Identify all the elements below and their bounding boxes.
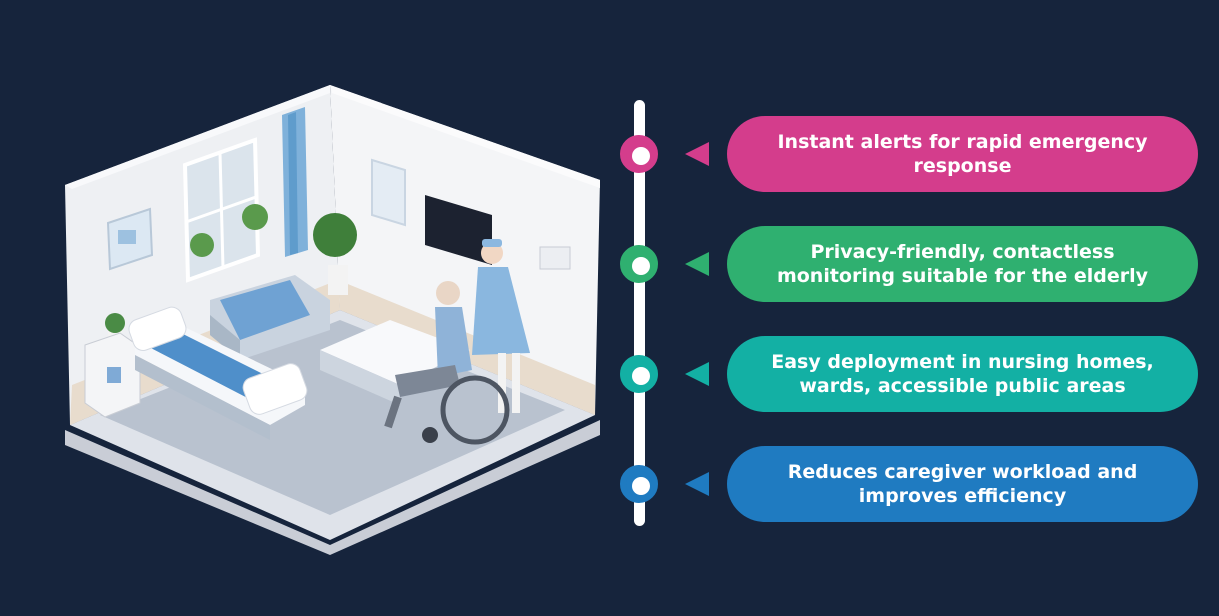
feature-pill-1: Instant alerts for rapid emergency respo… xyxy=(727,116,1198,192)
pointer-arrow-3 xyxy=(685,362,709,386)
timeline-node-2 xyxy=(620,245,658,283)
feature-text: Instant alerts for rapid emergency respo… xyxy=(777,131,1148,177)
hospital-room-illustration xyxy=(65,85,600,555)
timeline-node-3 xyxy=(620,355,658,393)
pointer-arrow-4 xyxy=(685,472,709,496)
feature-text: Easy deployment in nursing homes, wards,… xyxy=(771,351,1154,397)
timeline-node-4 xyxy=(620,465,658,503)
feature-pill-3: Easy deployment in nursing homes, wards,… xyxy=(727,336,1198,412)
timeline-line xyxy=(634,100,645,526)
feature-text: Privacy-friendly, contactless monitoring… xyxy=(776,241,1149,287)
pointer-arrow-2 xyxy=(685,252,709,276)
feature-pill-2: Privacy-friendly, contactless monitoring… xyxy=(727,226,1198,302)
feature-pill-4: Reduces caregiver workload and improves … xyxy=(727,446,1198,522)
pointer-arrow-1 xyxy=(685,142,709,166)
feature-text: Reduces caregiver workload and improves … xyxy=(787,461,1138,507)
timeline-node-1 xyxy=(620,135,658,173)
